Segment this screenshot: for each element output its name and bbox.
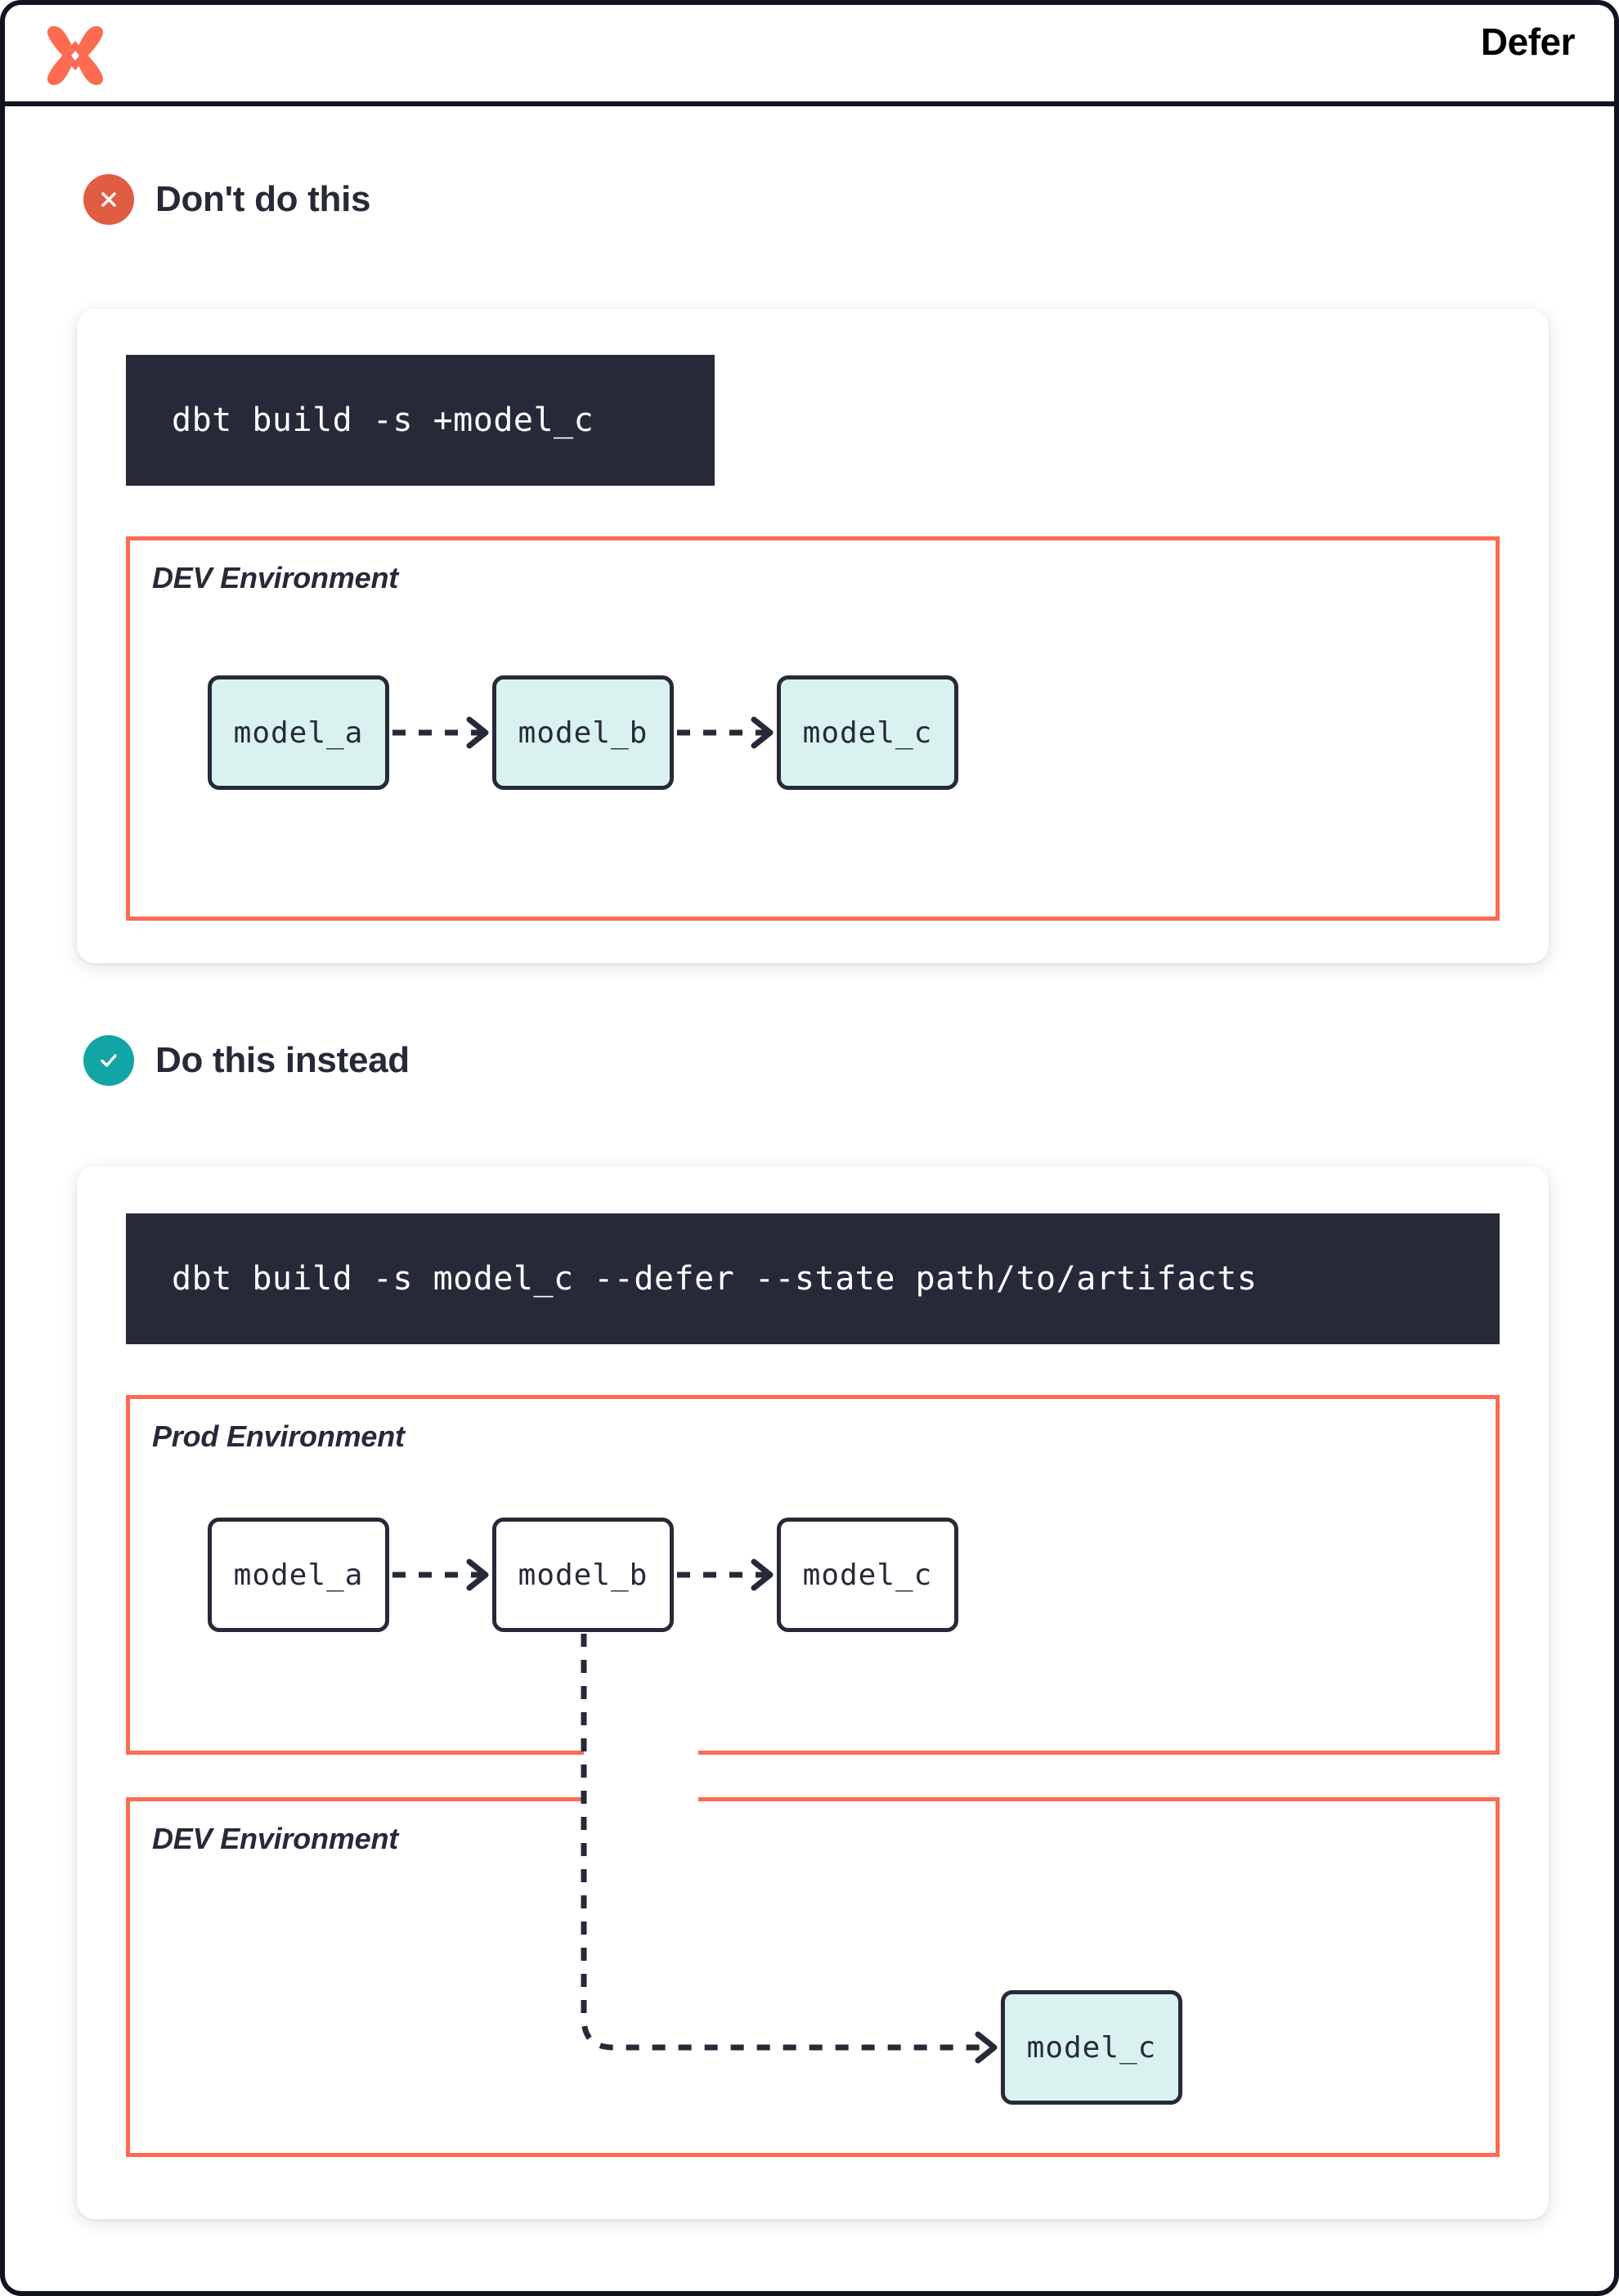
model-node-prod-b[interactable]: model_b bbox=[492, 1518, 674, 1632]
env-box-dev-2 bbox=[126, 1797, 1500, 2157]
page-title: Defer bbox=[1480, 20, 1576, 63]
model-node-dev1-a[interactable]: model_a bbox=[208, 675, 389, 790]
env-box-prod-bottom-right bbox=[698, 1751, 1500, 1755]
env-box-dev-1 bbox=[126, 536, 1500, 921]
env-label-dev-1: DEV Environment bbox=[152, 561, 399, 594]
code-block-do: dbt build -s model_c --defer --state pat… bbox=[126, 1213, 1500, 1344]
card-dont: dbt build -s +model_c DEV Environment mo… bbox=[77, 309, 1549, 963]
code-block-dont: dbt build -s +model_c bbox=[126, 355, 715, 486]
x-circle-icon bbox=[83, 174, 134, 225]
env-box-prod bbox=[126, 1395, 1500, 1755]
section-header-dont: Don't do this bbox=[83, 174, 370, 225]
section-title-do: Do this instead bbox=[155, 1040, 410, 1080]
env-box-dev2-top-left bbox=[126, 1797, 584, 1801]
env-box-dev2-top-right bbox=[698, 1797, 1500, 1801]
model-node-dev2-c[interactable]: model_c bbox=[1001, 1990, 1182, 2105]
env-box-prod-bottom-left bbox=[126, 1751, 584, 1755]
page-header: Defer bbox=[5, 5, 1614, 106]
model-node-dev1-c[interactable]: model_c bbox=[777, 675, 958, 790]
section-title-dont: Don't do this bbox=[155, 179, 371, 219]
env-label-dev-2: DEV Environment bbox=[152, 1822, 399, 1855]
section-header-do: Do this instead bbox=[83, 1035, 410, 1086]
model-node-prod-c[interactable]: model_c bbox=[777, 1518, 958, 1632]
model-node-dev1-b[interactable]: model_b bbox=[492, 675, 674, 790]
env-label-prod: Prod Environment bbox=[152, 1419, 405, 1453]
dbt-logo-icon bbox=[44, 23, 106, 88]
model-node-prod-a[interactable]: model_a bbox=[208, 1518, 389, 1632]
check-circle-icon bbox=[83, 1035, 134, 1086]
card-do: dbt build -s model_c --defer --state pat… bbox=[77, 1166, 1549, 2219]
